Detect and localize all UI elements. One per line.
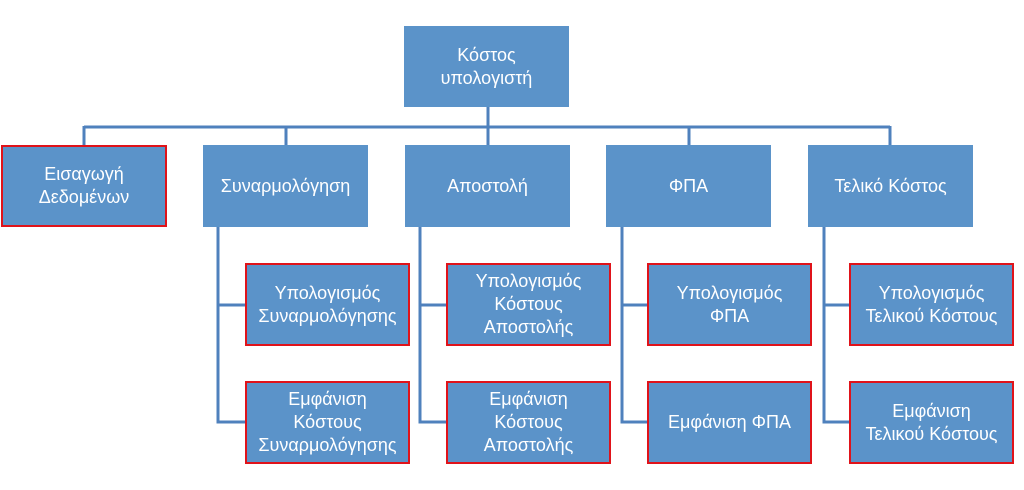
branch-node-data-entry: Εισαγωγή Δεδομένων [1,145,167,227]
connector-branch-3-children [418,227,446,424]
child-node-vat-calc: Υπολογισμός ΦΠΑ [647,263,812,346]
branch-node-final-cost: Τελικό Κόστος [808,145,973,227]
branch-node-shipping: Αποστολή [405,145,570,227]
child-node-label: Υπολογισμός Κόστους Αποστολής [475,271,582,337]
branch-node-label: Τελικό Κόστος [834,175,947,196]
child-node-label: Υπολογισμός Τελικού Κόστους [865,282,998,326]
connector-branch-2-children [216,227,245,424]
child-node-label: Εμφάνιση Κόστους Συναρμολόγησης [258,389,397,455]
child-node-label: Εμφάνιση Κόστους Αποστολής [483,389,574,455]
child-node-shipping-calc: Υπολογισμός Κόστους Αποστολής [446,263,611,346]
connector-branch-4-children [620,227,647,424]
branch-node-vat: ΦΠΑ [606,145,771,227]
connector-branch-5-children [822,227,849,424]
branch-node-label: ΦΠΑ [668,175,709,196]
child-node-label: Εμφάνιση Τελικού Κόστους [865,400,998,444]
branch-node-label: Εισαγωγή Δεδομένων [38,164,130,207]
child-node-shipping-display: Εμφάνιση Κόστους Αποστολής [446,381,611,464]
child-node-label: Εμφάνιση ΦΠΑ [668,412,791,432]
child-node-final-calc: Υπολογισμός Τελικού Κόστους [849,263,1014,346]
child-node-assembly-display: Εμφάνιση Κόστους Συναρμολόγησης [245,381,410,464]
child-node-label: Υπολογισμός Συναρμολόγησης [258,282,397,326]
branch-node-label: Συναρμολόγηση [220,175,351,196]
branch-node-label: Αποστολή [447,175,528,196]
child-node-final-display: Εμφάνιση Τελικού Κόστους [849,381,1014,464]
branch-node-assembly: Συναρμολόγηση [203,145,368,227]
root-node-label: Κόστος υπολογιστή [440,44,533,88]
child-node-label: Υπολογισμός ΦΠΑ [676,282,783,326]
child-node-vat-display: Εμφάνιση ΦΠΑ [647,381,812,464]
child-node-assembly-calc: Υπολογισμός Συναρμολόγησης [245,263,410,346]
root-node: Κόστος υπολογιστή [404,26,569,107]
